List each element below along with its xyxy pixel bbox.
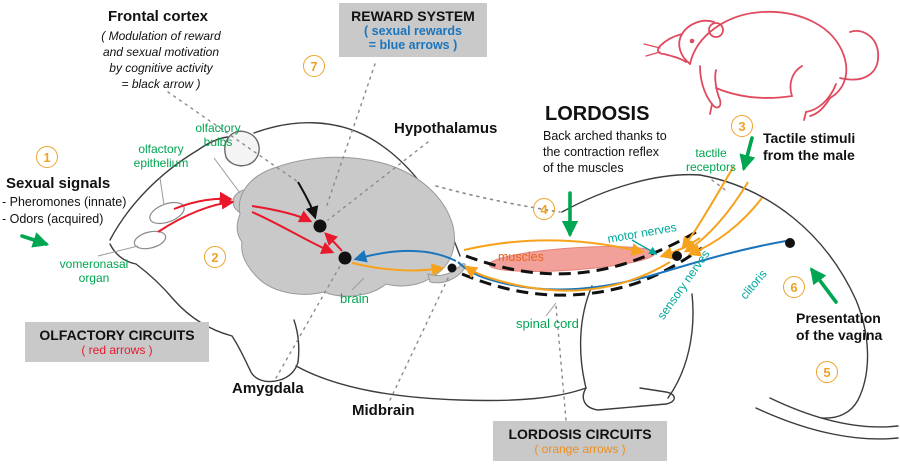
- sexual-signals-odors: - Odors (acquired): [2, 212, 104, 226]
- reward-system-title: REWARD SYSTEM: [351, 8, 475, 24]
- step-number-1: 1: [36, 146, 58, 168]
- lordosis-desc-line: Back arched thanks to: [543, 129, 667, 143]
- amygdala-label: Amygdala: [232, 380, 304, 397]
- tactile-stimuli-line: Tactile stimuli: [763, 130, 856, 146]
- spinal-cord-lines: [461, 230, 703, 297]
- sexual-signals-pheromones: - Pheromones (innate): [2, 195, 127, 209]
- brain-label: brain: [340, 291, 369, 306]
- lordosis-desc-line: of the muscles: [543, 161, 624, 175]
- olfactory-circuits-sub: ( red arrows ): [81, 343, 153, 357]
- reward-system-sub: = blue arrows ): [368, 38, 458, 52]
- female-rat-outline: [109, 122, 899, 440]
- reward-system-sub: ( sexual rewards: [364, 24, 462, 38]
- hypothalamus-label: Hypothalamus: [394, 120, 498, 137]
- lordosis-circuits-title: LORDOSIS CIRCUITS: [508, 426, 652, 442]
- tactile-receptors-label: tactile receptors: [680, 146, 742, 174]
- frontal-cortex-label: Frontal cortex: [108, 8, 209, 25]
- lordosis-circuits-sub: ( orange arrows ): [534, 442, 626, 456]
- vomeronasal-organ-label: vomeronasal organ: [46, 257, 142, 285]
- olfactory-epithelium-label: olfactory epithelium: [120, 142, 202, 170]
- frontal-note-line: by cognitive activity: [109, 61, 213, 75]
- olfactory-bulbs-line: olfactory: [195, 121, 241, 135]
- lordosis-circuits-box: LORDOSIS CIRCUITS ( orange arrows ): [493, 421, 667, 461]
- olfactory-bulbs-label: olfactory bulbs: [185, 121, 251, 149]
- olfactory-epithelium-line: epithelium: [133, 156, 189, 171]
- tactile-stimuli-line: from the male: [763, 146, 855, 163]
- step-number-3: 3: [731, 115, 753, 137]
- sexual-signals-title: Sexual signals: [6, 175, 111, 192]
- spinal-cord-label: spinal cord: [516, 316, 579, 331]
- olfactory-circuits-box: OLFACTORY CIRCUITS ( red arrows ): [25, 322, 209, 362]
- male-rat-sketch: [643, 10, 879, 121]
- presentation-line: Presentation: [796, 310, 881, 326]
- label-connector-dotted-lines: [167, 63, 729, 421]
- organ-label-lines: [97, 157, 557, 317]
- midbrain-label: Midbrain: [352, 402, 415, 419]
- lordosis-desc-line: the contraction reflex: [543, 145, 660, 159]
- tactile-receptors-line: tactile: [695, 146, 727, 160]
- step-number-4: 4: [533, 198, 555, 220]
- muscles-label: muscles: [498, 250, 544, 264]
- olfactory-circuit-red-arrows: [157, 191, 343, 254]
- step-number-5: 5: [816, 361, 838, 383]
- frontal-note-line: and sexual motivation: [102, 45, 220, 59]
- frontal-note-line: = black arrow ): [121, 77, 201, 91]
- frontal-note-line: ( Modulation of reward: [101, 29, 221, 43]
- brain-shape: [232, 156, 466, 297]
- tactile-stimuli-label: Tactile stimuli from the male: [763, 130, 888, 163]
- brain-nuclei-dots: [313, 219, 795, 273]
- step-number-7: 7: [303, 55, 325, 77]
- green-step-arrows: [20, 136, 838, 304]
- step-number-6: 6: [783, 276, 805, 298]
- olfactory-bulbs-line: bulbs: [203, 135, 233, 150]
- vomeronasal-line: vomeronasal: [59, 257, 129, 271]
- olfactory-epithelium-line: olfactory: [138, 142, 184, 156]
- vomeronasal-line: organ: [78, 271, 110, 286]
- olfactory-circuits-title: OLFACTORY CIRCUITS: [39, 327, 195, 343]
- step-number-2: 2: [204, 246, 226, 268]
- presentation-vagina-label: Presentation of the vagina: [796, 310, 898, 343]
- reward-system-box: REWARD SYSTEM ( sexual rewards = blue ar…: [339, 3, 487, 57]
- tactile-receptors-line: receptors: [685, 160, 737, 175]
- motor-nerve-teal-arrow: [631, 239, 658, 255]
- lordosis-circuit-orange-arrows: [351, 165, 763, 292]
- lordosis-title: LORDOSIS: [545, 103, 650, 125]
- lordosis-description: Back arched thanks to the contraction re…: [543, 128, 683, 176]
- frontal-cortex-black-arrow: [297, 181, 319, 220]
- presentation-line: of the vagina: [796, 326, 883, 343]
- frontal-cortex-note: ( Modulation of reward and sexual motiva…: [96, 28, 226, 92]
